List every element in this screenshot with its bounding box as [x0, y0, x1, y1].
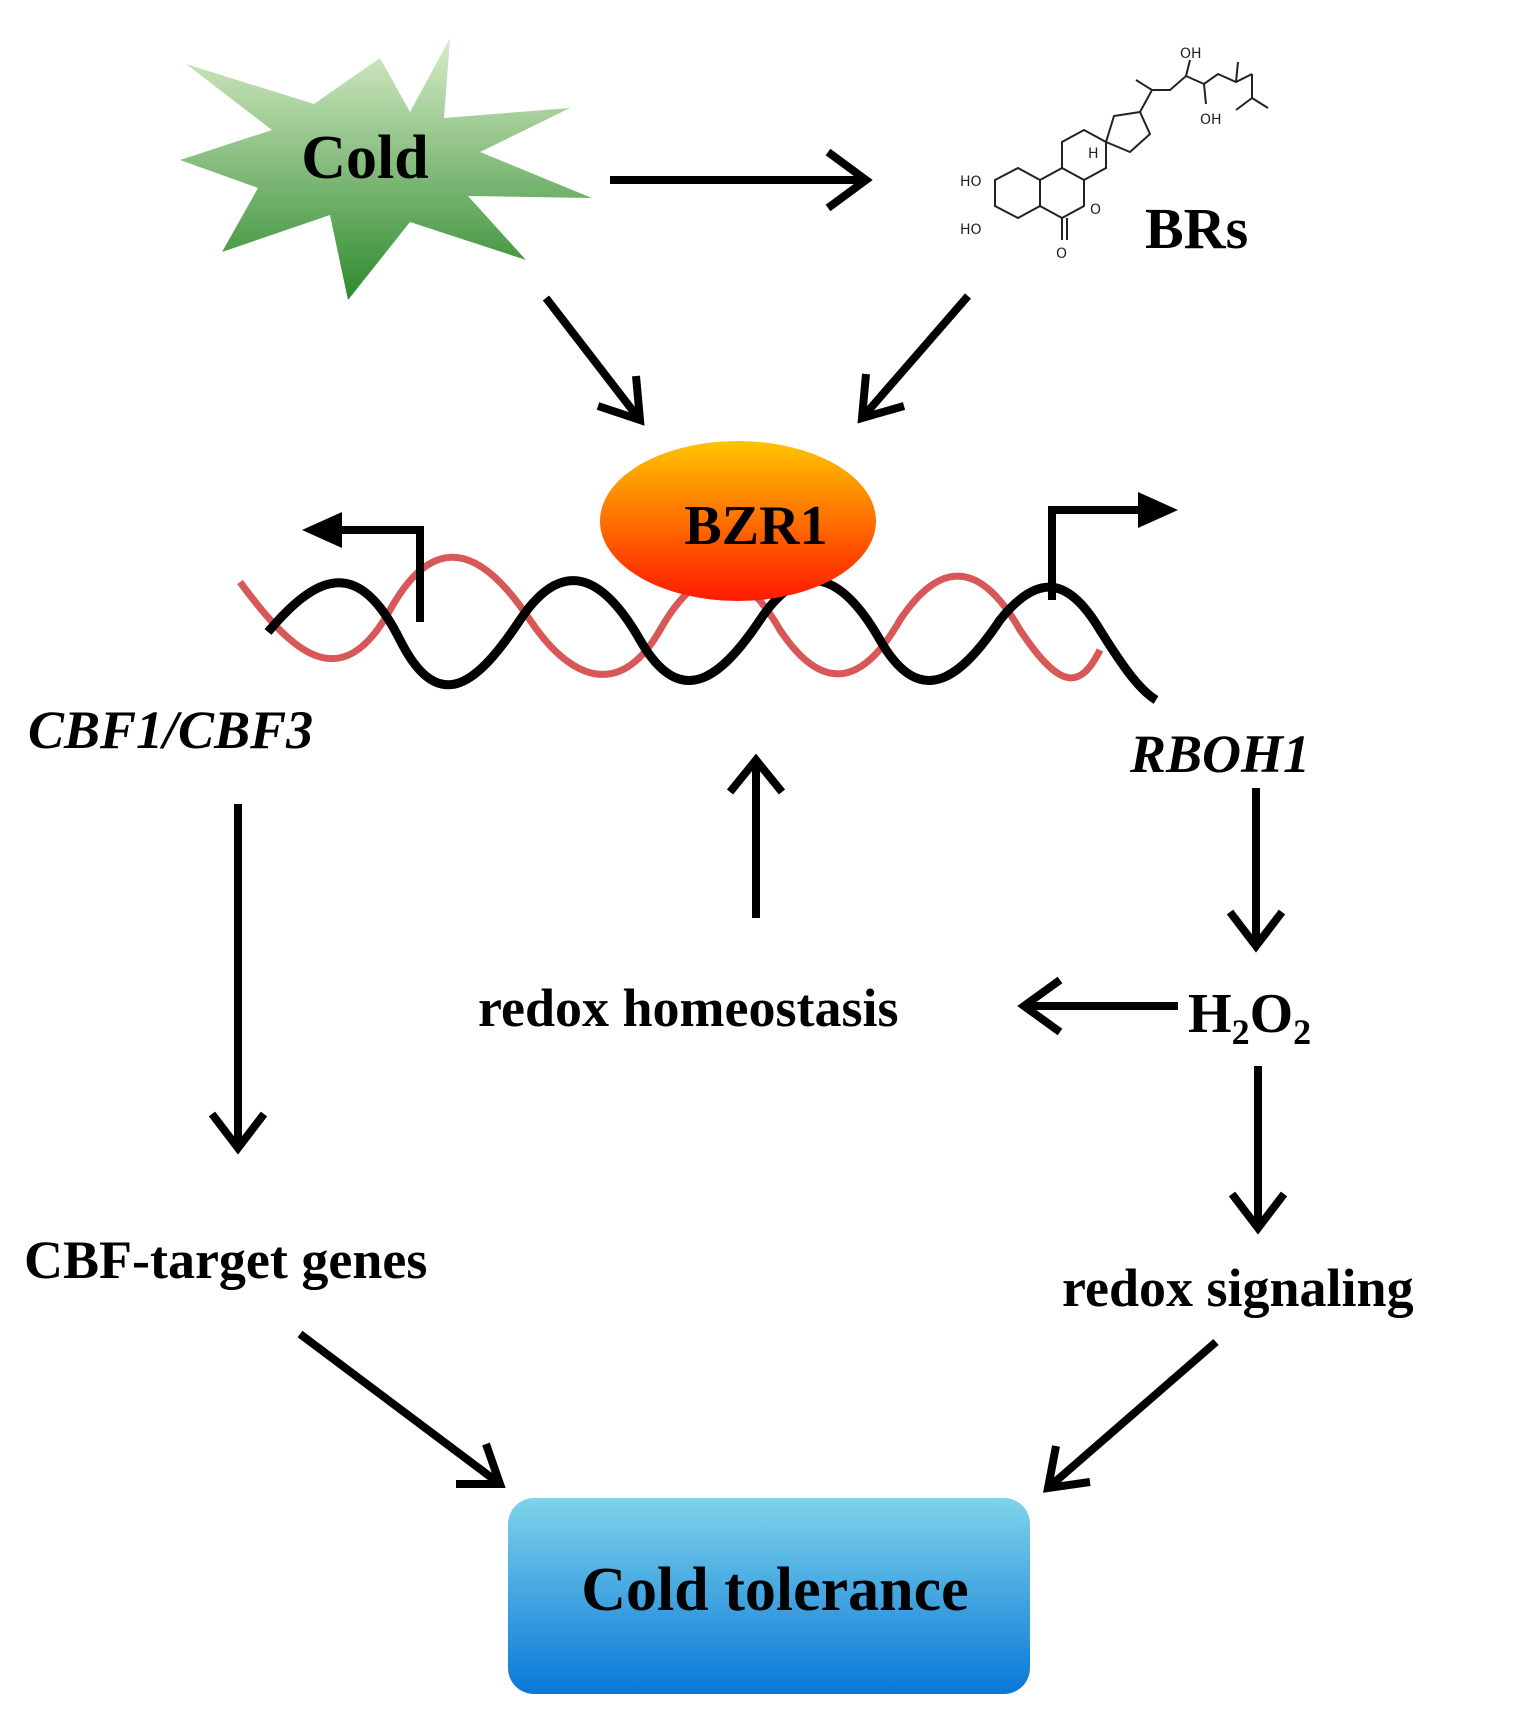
cold-tolerance-node: Cold tolerance [508, 1498, 1030, 1694]
bzr1-ellipse [600, 441, 876, 601]
h2o2-o: O [1250, 983, 1294, 1045]
h2o2-label: H2O2 [1188, 983, 1311, 1052]
bzr1-node: BZR1 [600, 441, 876, 601]
h2o2-sub-1: 2 [1232, 1012, 1250, 1052]
molecule-label-ho-2: HO [960, 222, 982, 238]
brassinolide-structure-icon: OH OH HO HO H O O [960, 46, 1269, 262]
molecule-label-o-ring: O [1090, 202, 1101, 218]
cold-node: Cold [180, 38, 592, 300]
cold-tolerance-label: Cold tolerance [581, 1556, 968, 1624]
arrow-h2o2-to-homeostasis [1017, 976, 1178, 1036]
dna-strand-black [264, 576, 1159, 704]
arrow-cbf-to-targets [208, 804, 268, 1155]
arrow-h2o2-to-signaling [1228, 1066, 1288, 1235]
molecule-label-h: H [1088, 146, 1099, 162]
arrow-homeostasis-to-dna [726, 753, 786, 918]
bzr1-label: BZR1 [684, 495, 827, 557]
cbf-genes-label: CBF1/CBF3 [28, 700, 313, 760]
tss-arrow-right [1048, 492, 1178, 600]
h2o2-sub-2: 2 [1293, 1012, 1311, 1052]
cold-star-shape [180, 38, 592, 300]
cbf-targets-label: CBF-target genes [24, 1230, 427, 1290]
molecule-label-oh-side: OH [1200, 112, 1222, 128]
redox-homeostasis-label: redox homeostasis [478, 978, 899, 1038]
arrow-signaling-to-tolerance [1043, 1338, 1219, 1493]
molecule-label-ho-1: HO [960, 174, 982, 190]
arrow-cold-to-brs [610, 148, 873, 212]
brs-label: BRs [1145, 196, 1248, 261]
h2o2-h: H [1188, 983, 1232, 1045]
cold-tolerance-box [508, 1498, 1030, 1694]
molecule-label-o-keto: O [1056, 246, 1067, 262]
arrow-brs-to-bzr1 [857, 293, 972, 424]
rboh1-label: RBOH1 [1129, 724, 1310, 784]
molecule-label-oh-top: OH [1180, 46, 1202, 62]
arrow-cold-to-bzr1 [542, 295, 645, 426]
redox-signaling-label: redox signaling [1062, 1258, 1414, 1318]
tss-arrow-left [302, 512, 424, 622]
arrow-targets-to-tolerance [297, 1330, 506, 1488]
cold-label: Cold [301, 124, 428, 192]
arrow-rboh1-to-h2o2 [1226, 788, 1286, 953]
